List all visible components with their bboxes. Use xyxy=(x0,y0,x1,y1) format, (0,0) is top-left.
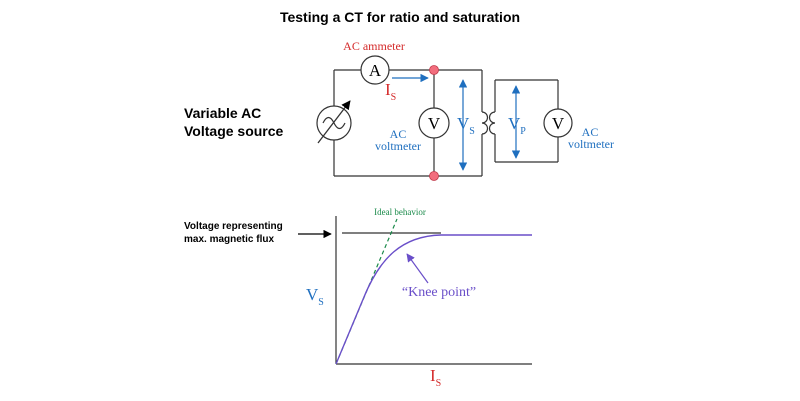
primary-voltmeter: V xyxy=(543,108,573,138)
knee-label: “Knee point” xyxy=(402,285,476,300)
knee-arrow xyxy=(406,253,429,284)
ct-primary-coil xyxy=(488,111,496,135)
ideal-label: Ideal behavior xyxy=(374,207,426,217)
primary-voltmeter-label-line1: AC xyxy=(582,125,599,139)
ammeter-circle xyxy=(360,55,390,85)
max-flux-label-line1: Voltage representing xyxy=(184,221,283,232)
current-label: IS xyxy=(385,80,396,103)
max-flux-label-line2: max. magnetic flux xyxy=(184,234,274,245)
vp-label: VP xyxy=(508,114,526,137)
saturation-curve xyxy=(335,234,532,365)
secondary-voltmeter-label-line1: AC xyxy=(390,127,407,141)
circuit xyxy=(333,69,559,177)
ammeter: A xyxy=(360,55,390,85)
primary-voltmeter-circle xyxy=(543,108,573,138)
node-top xyxy=(429,65,439,75)
ac-source xyxy=(316,100,352,144)
node-bottom xyxy=(429,171,439,181)
secondary-voltmeter-symbol: V xyxy=(428,114,441,133)
secondary-voltmeter-label-line2: voltmeter xyxy=(375,139,421,153)
secondary-voltmeter: V xyxy=(418,107,450,139)
source-label-line2: Voltage source xyxy=(184,123,284,139)
saturation-graph: Voltage representing max. magnetic flux … xyxy=(184,207,532,389)
primary-voltmeter-symbol: V xyxy=(552,114,565,133)
y-axis-label: VS xyxy=(306,285,324,308)
primary-voltmeter-label-line2: voltmeter xyxy=(568,137,614,151)
vs-label: VS xyxy=(457,114,475,137)
variable-arrow-icon xyxy=(317,100,351,144)
source-label-line1: Variable AC xyxy=(184,105,261,121)
ammeter-label: AC ammeter xyxy=(343,39,405,53)
ammeter-symbol: A xyxy=(369,61,382,80)
diagram-title: Testing a CT for ratio and saturation xyxy=(280,9,520,25)
ct-windings xyxy=(481,111,496,135)
secondary-voltmeter-circle xyxy=(418,107,450,139)
x-axis-label: IS xyxy=(430,366,441,389)
ct-secondary-coil xyxy=(481,111,489,135)
